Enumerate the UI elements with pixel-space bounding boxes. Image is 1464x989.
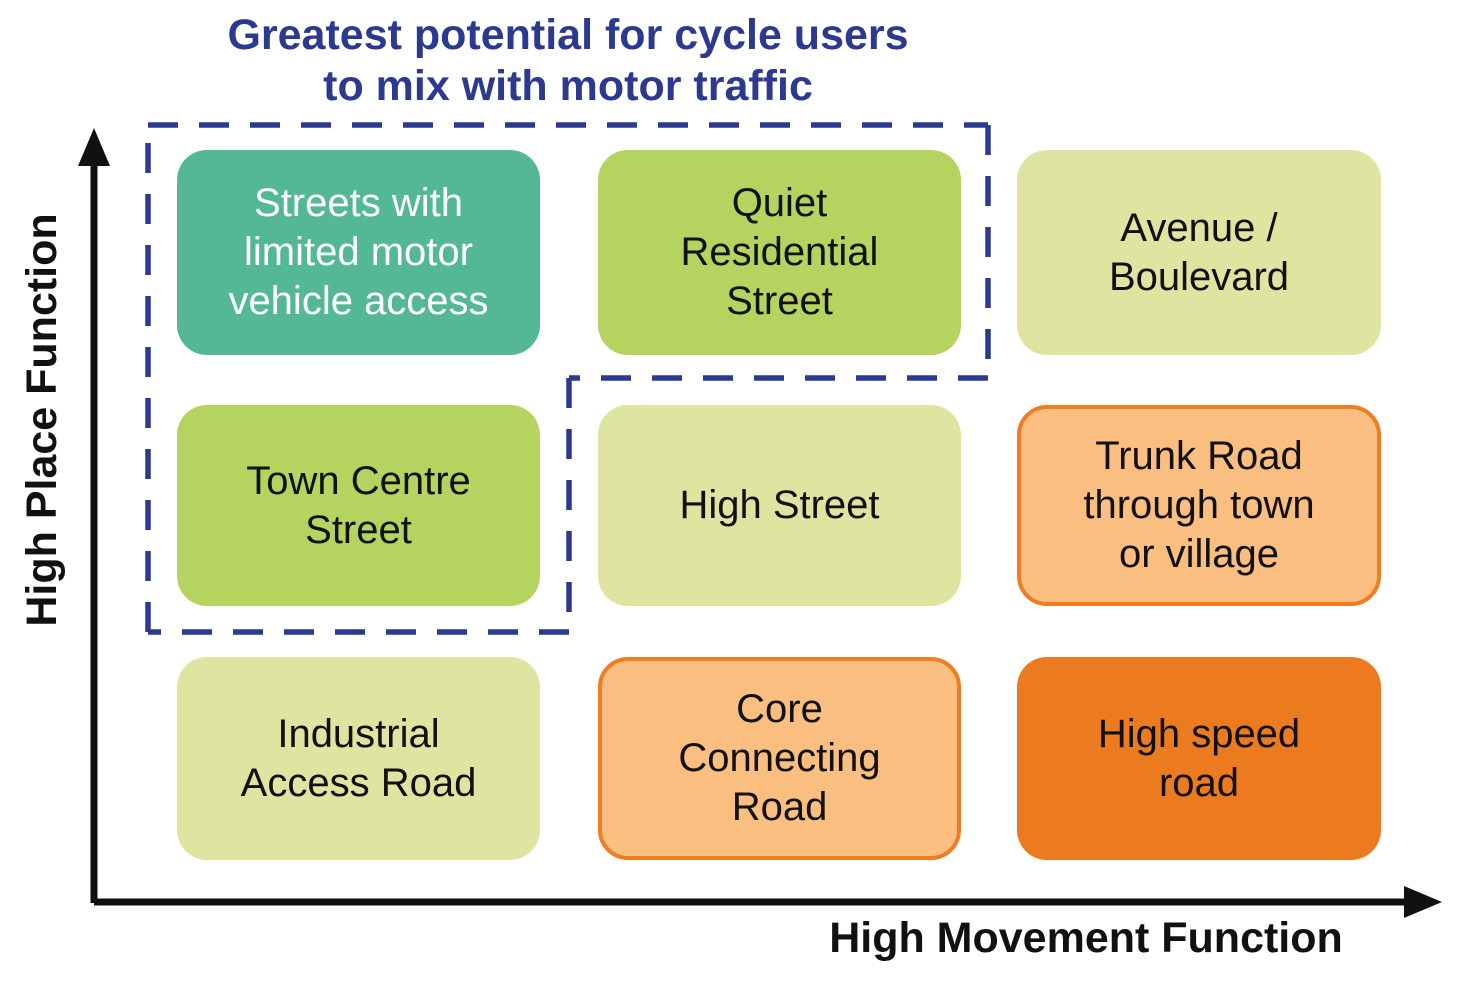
- cell-label: Town Centre Street: [246, 458, 471, 552]
- x-axis-label: High Movement Function: [829, 914, 1343, 962]
- cell-streets-limited-motor-access: Streets with limited motor vehicle acces…: [177, 150, 540, 355]
- y-axis-label: High Place Function: [18, 213, 66, 627]
- cell-label: Core Connecting Road: [678, 687, 881, 829]
- cell-label: Streets with limited motor vehicle acces…: [228, 181, 489, 323]
- cell-label: Trunk Road through town or village: [1083, 434, 1315, 576]
- cell-high-speed-road: High speed road: [1017, 657, 1381, 860]
- cell-quiet-residential-street: Quiet Residential Street: [598, 150, 961, 355]
- cell-trunk-road-through-town: Trunk Road through town or village: [1017, 405, 1381, 606]
- cell-town-centre-street: Town Centre Street: [177, 405, 540, 606]
- cell-label: High Street: [679, 483, 880, 528]
- cell-core-connecting-road: Core Connecting Road: [598, 657, 961, 860]
- cell-avenue-boulevard: Avenue / Boulevard: [1017, 150, 1381, 355]
- cell-label: Avenue / Boulevard: [1108, 205, 1290, 299]
- cell-label: Quiet Residential Street: [680, 181, 879, 323]
- cell-industrial-access-road: Industrial Access Road: [177, 657, 540, 860]
- cell-label: Industrial Access Road: [240, 711, 477, 805]
- cell-label: High speed road: [1097, 711, 1301, 805]
- y-axis-arrow-icon: [78, 128, 110, 166]
- cell-high-street: High Street: [598, 405, 961, 606]
- diagram-title: Greatest potential for cycle users to mi…: [227, 11, 909, 110]
